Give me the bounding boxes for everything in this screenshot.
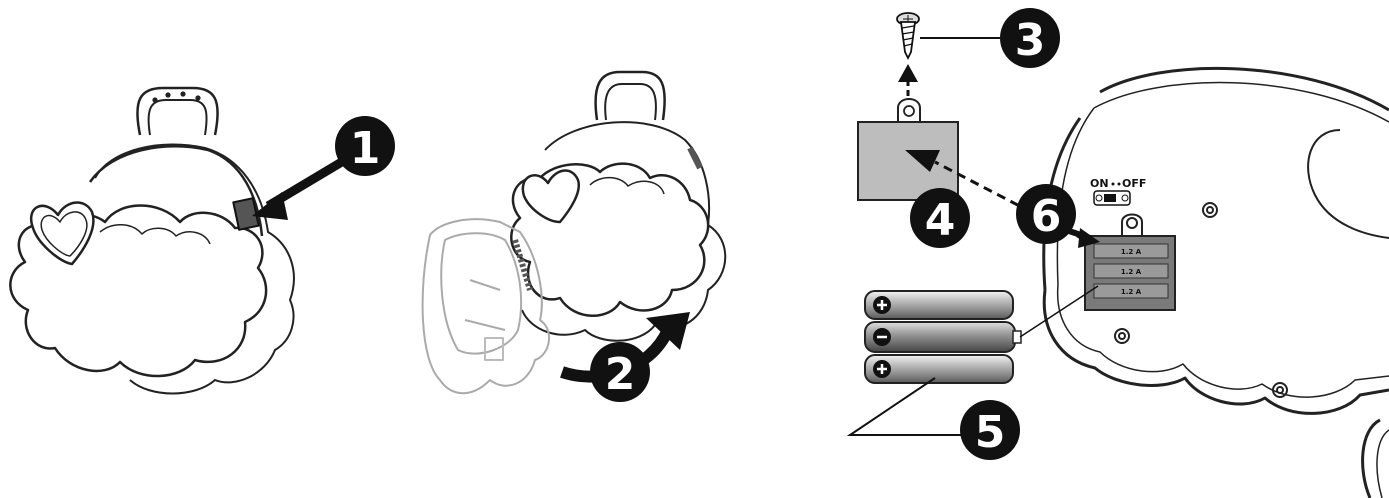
battery-door <box>858 99 958 200</box>
device-closed <box>10 88 294 394</box>
step-6-badge: 6 <box>1016 184 1076 244</box>
battery-bottom <box>865 355 1013 383</box>
step-3-badge: 3 <box>1000 8 1060 68</box>
battery-compartment: 1.2 A 1.2 A 1.2 A <box>1085 236 1175 310</box>
screw <box>897 13 919 58</box>
lift-arrowhead <box>898 64 918 82</box>
step-5-number: 5 <box>975 407 1006 458</box>
slot-1-label: 1.2 A <box>1121 248 1142 256</box>
slot-2-label: 1.2 A <box>1121 268 1142 276</box>
slot-3-label: 1.2 A <box>1121 288 1142 296</box>
step-6-number: 6 <box>1031 191 1062 242</box>
step-2-badge: 2 <box>590 342 650 402</box>
battery-top <box>865 291 1013 319</box>
switch-off-label: OFF <box>1122 177 1146 190</box>
step-1-badge: 1 <box>335 116 395 176</box>
step-2-number: 2 <box>605 349 636 400</box>
device-opening <box>511 72 725 341</box>
back-cover <box>423 219 549 393</box>
switch-on-label: ON <box>1090 177 1109 190</box>
batteries-pointer <box>850 378 972 435</box>
step-3-number: 3 <box>1015 15 1046 66</box>
power-switch: ON OFF <box>1090 177 1146 205</box>
step-5-badge: 5 <box>960 400 1020 460</box>
step-1-number: 1 <box>350 123 381 174</box>
battery-slot-line <box>1020 286 1098 337</box>
battery-middle <box>865 322 1021 352</box>
step-4-badge: 4 <box>910 188 970 248</box>
step-4-number: 4 <box>925 195 956 246</box>
